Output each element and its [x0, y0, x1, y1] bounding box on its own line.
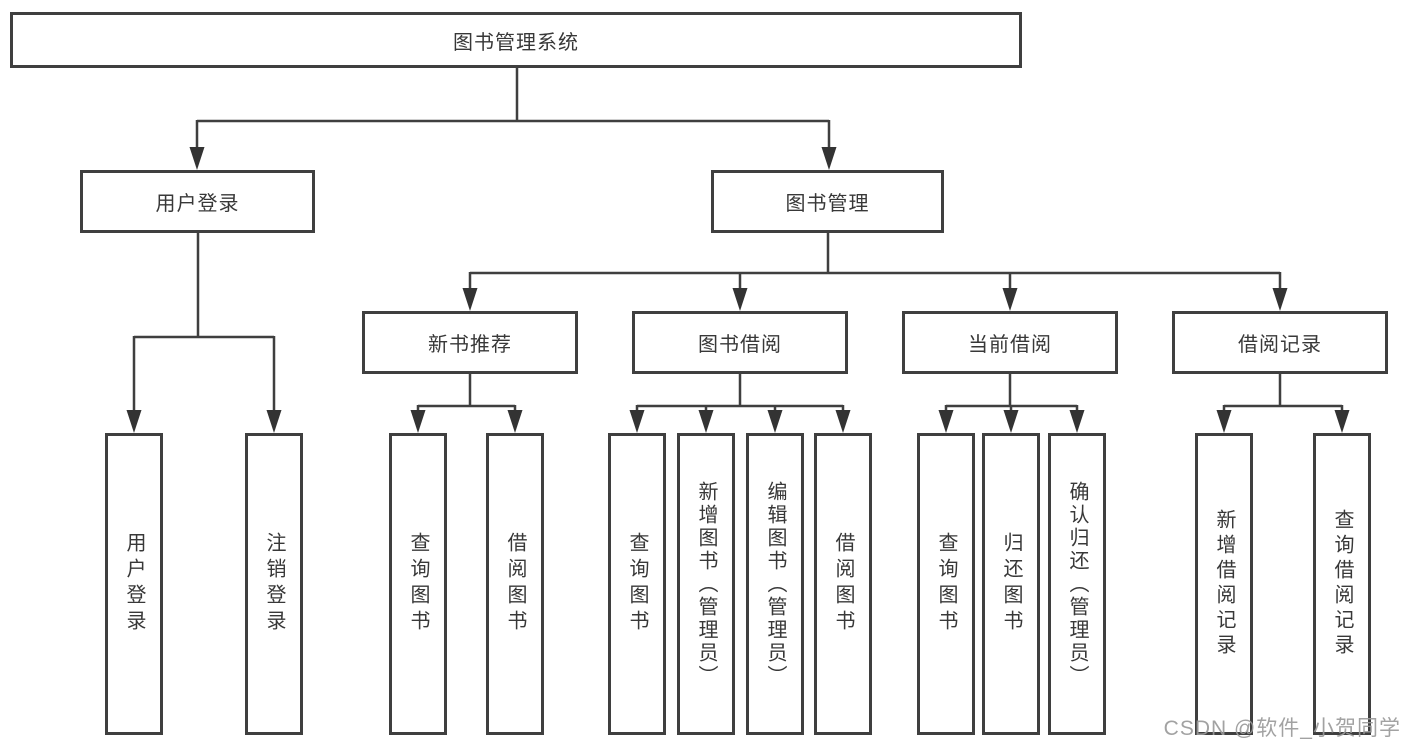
leaf-edit-books-admin-label: 编辑图书（管理员）	[764, 480, 786, 688]
node-current-borrow-label: 当前借阅	[968, 334, 1052, 356]
leaf-return-books: 归还图书	[982, 433, 1040, 735]
leaf-logout-label: 注销登录	[263, 532, 285, 636]
leaf-query-books-borrow-label: 查询图书	[626, 532, 648, 636]
node-new-book-recommend-label: 新书推荐	[428, 334, 512, 356]
leaf-borrow-books: 借阅图书	[814, 433, 872, 735]
leaf-return-books-label: 归还图书	[1000, 532, 1022, 636]
leaf-add-books-admin: 新增图书（管理员）	[677, 433, 735, 735]
node-current-borrow: 当前借阅	[902, 311, 1118, 374]
leaf-query-books-recommend: 查询图书	[389, 433, 447, 735]
csdn-watermark: CSDN @软件_小贺同学	[1163, 717, 1401, 740]
leaf-add-books-admin-label: 新增图书（管理员）	[695, 480, 717, 688]
node-book-management: 图书管理	[711, 170, 944, 233]
node-book-borrow-label: 图书借阅	[698, 334, 782, 356]
leaf-user-login: 用户登录	[105, 433, 163, 735]
leaf-query-books-borrow: 查询图书	[608, 433, 666, 735]
leaf-edit-books-admin: 编辑图书（管理员）	[746, 433, 804, 735]
node-library-system-label: 图书管理系统	[453, 31, 579, 54]
leaf-query-books-current-label: 查询图书	[935, 532, 957, 636]
leaf-borrow-books-recommend-label: 借阅图书	[504, 532, 526, 636]
node-user-login: 用户登录	[80, 170, 315, 233]
arrowheads	[126, 147, 1350, 433]
node-borrow-records-label: 借阅记录	[1238, 334, 1322, 356]
leaf-query-books-current: 查询图书	[917, 433, 975, 735]
leaf-user-login-label: 用户登录	[123, 532, 145, 636]
leaf-borrow-books-label: 借阅图书	[832, 532, 854, 636]
leaf-query-borrow-record: 查询借阅记录	[1313, 433, 1371, 735]
node-book-borrow: 图书借阅	[632, 311, 848, 374]
leaf-logout: 注销登录	[245, 433, 303, 735]
node-borrow-records: 借阅记录	[1172, 311, 1388, 374]
node-new-book-recommend: 新书推荐	[362, 311, 578, 374]
leaf-add-borrow-record: 新增借阅记录	[1195, 433, 1253, 735]
leaf-confirm-return-admin-label: 确认归还（管理员）	[1066, 480, 1088, 688]
leaf-confirm-return-admin: 确认归还（管理员）	[1048, 433, 1106, 735]
leaf-query-books-recommend-label: 查询图书	[407, 532, 429, 636]
leaf-query-borrow-record-label: 查询借阅记录	[1331, 509, 1353, 659]
node-user-login-label: 用户登录	[155, 193, 240, 215]
leaf-borrow-books-recommend: 借阅图书	[486, 433, 544, 735]
node-book-management-label: 图书管理	[785, 193, 870, 215]
node-library-system: 图书管理系统	[10, 12, 1022, 68]
leaf-add-borrow-record-label: 新增借阅记录	[1213, 509, 1235, 659]
